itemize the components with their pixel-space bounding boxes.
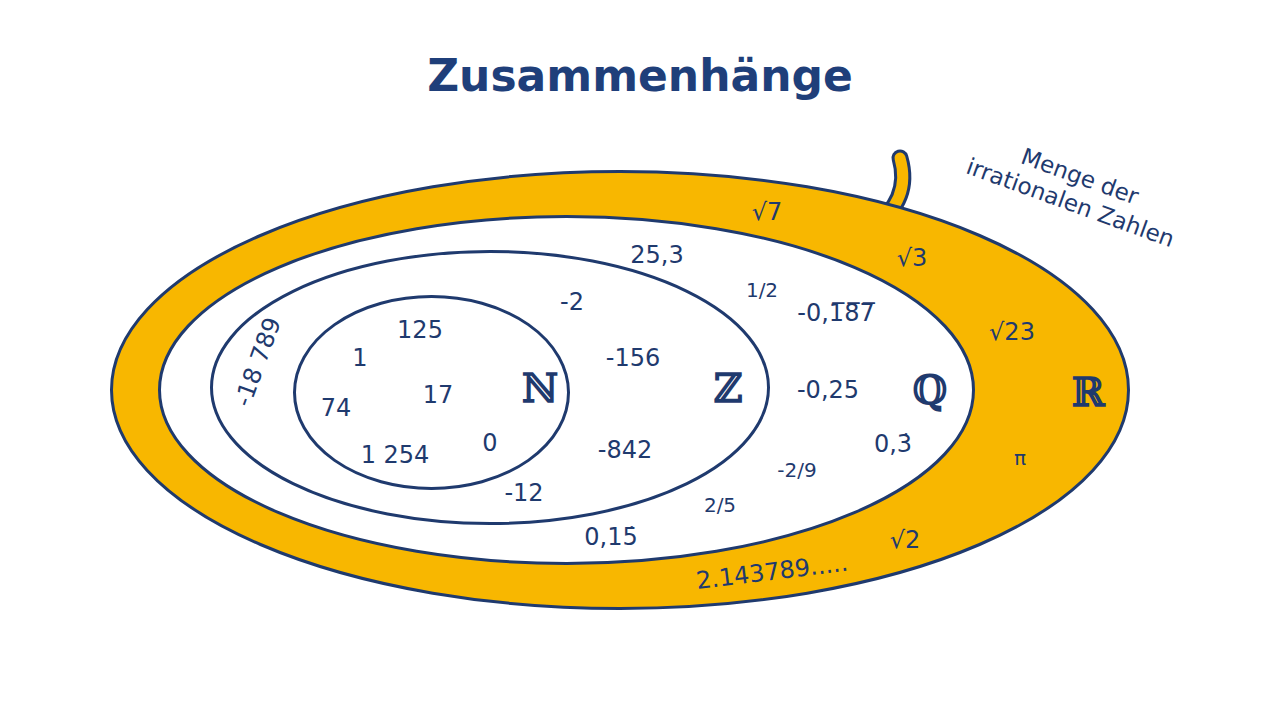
- number-example: -2/9: [777, 459, 816, 481]
- callout-label: Menge der irrationalen Zahlen: [957, 125, 1192, 256]
- number-example: -12: [504, 480, 543, 506]
- number-example: -0,25: [797, 377, 859, 403]
- number-example: 1 254: [361, 442, 430, 468]
- natural-numbers-ellipse: ℕ 125 174 17 1 254 0: [293, 295, 570, 490]
- number-example: 0,15̇: [584, 524, 637, 550]
- number-example: 17: [423, 382, 454, 408]
- number-example: π: [1014, 447, 1026, 469]
- number-example: 25,3: [630, 242, 683, 268]
- number-example: 74: [321, 395, 352, 421]
- set-symbol: ℤ: [713, 366, 742, 410]
- number-example: 125: [397, 317, 443, 343]
- set-symbol: ℕ: [522, 366, 559, 410]
- number-example: √3: [897, 245, 928, 271]
- set-symbol: ℝ: [1071, 370, 1104, 414]
- number-example: -156: [606, 345, 660, 371]
- number-example: √2: [890, 527, 921, 553]
- number-example: 2/5: [704, 494, 736, 516]
- integer-ellipse: ℤ-18 789-2-156-842-12ℕ125174171 2540: [210, 250, 770, 525]
- number-example: √7: [752, 199, 783, 225]
- number-example: 0: [482, 430, 497, 456]
- number-example: 1: [352, 345, 367, 371]
- number-example: √23: [989, 319, 1035, 345]
- rational-numbers-ellipse: ℚ 25,3 1/2 -0,1̅8̅7̅ -0,25 0,3̇ -2/9 2/5 0,15̇ ℤ -…: [158, 215, 975, 565]
- title: Zusammenhänge: [0, 50, 1280, 101]
- ellipse-shape: [112, 172, 1129, 609]
- ellipse-shape: [295, 297, 569, 489]
- ellipse-shape: [160, 217, 974, 564]
- set-symbol: ℚ: [913, 368, 948, 412]
- real-numbers-ellipse: ℝ√7√3√23π√22.143789.....ℚ25,31/2-0,1̅8̅7…: [110, 170, 1130, 610]
- ellipse-shape: [212, 252, 769, 524]
- number-example: 0,3̇: [874, 431, 912, 457]
- number-example: -2: [560, 289, 584, 315]
- number-example: -0,1̅8̅7̅: [797, 300, 874, 326]
- number-example: -842: [598, 437, 652, 463]
- number-example: 1/2: [746, 279, 778, 301]
